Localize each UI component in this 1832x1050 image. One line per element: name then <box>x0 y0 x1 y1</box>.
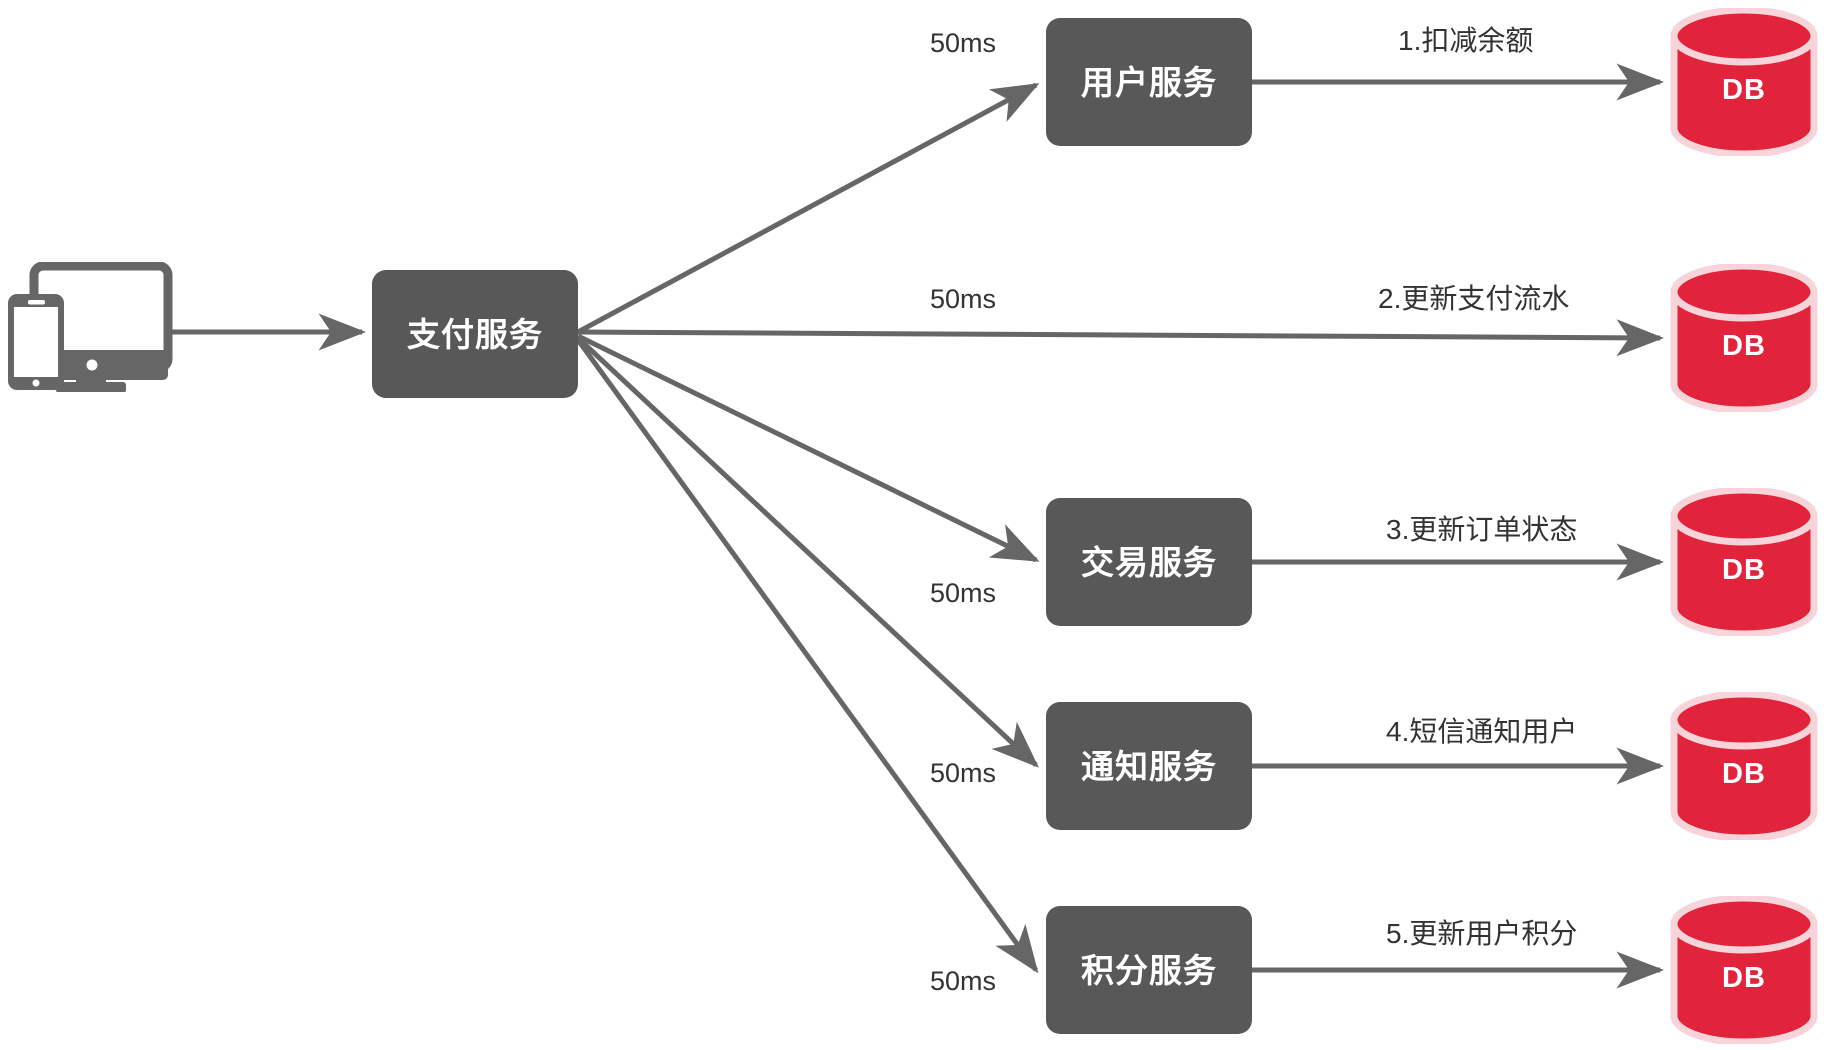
operation-label-2: 2.更新支付流水 <box>1378 283 1570 314</box>
db-label-5: DB <box>1722 961 1766 994</box>
db-shape-icon <box>1670 894 1818 1046</box>
edge-payment-to-points-service <box>575 338 1039 974</box>
db-label-3: DB <box>1722 553 1766 586</box>
service-label-notification-service: 通知服务 <box>1081 747 1217 785</box>
phone-speaker-icon <box>28 300 45 305</box>
database-cylinder-2[interactable]: DB <box>1668 262 1820 414</box>
db-shape-icon <box>1670 486 1818 638</box>
service-box-notification-service[interactable]: 通知服务 <box>1046 702 1252 830</box>
service-label-payment-service: 支付服务 <box>407 315 543 353</box>
latency-label-2: 50ms <box>930 284 997 314</box>
service-box-payment-service[interactable]: 支付服务 <box>372 270 578 398</box>
db-label-4: DB <box>1722 757 1766 790</box>
latency-label-5: 50ms <box>930 966 997 996</box>
db-shape-icon <box>1670 690 1818 842</box>
db-shape-icon <box>1670 6 1818 158</box>
db-shape-icon <box>1670 262 1818 414</box>
database-cylinder-4[interactable]: DB <box>1668 690 1820 842</box>
monitor-stand-icon <box>76 377 106 385</box>
latency-label-1: 50ms <box>930 28 997 58</box>
database-cylinder-5[interactable]: DB <box>1668 894 1820 1046</box>
latency-label-4: 50ms <box>930 758 997 788</box>
service-label-user-service: 用户服务 <box>1081 63 1217 101</box>
operation-label-5: 5.更新用户积分 <box>1386 918 1578 949</box>
monitor-dot-icon <box>86 359 98 371</box>
monitor-base-icon <box>51 350 168 380</box>
operation-label-1: 1.扣减余额 <box>1398 25 1534 56</box>
database-cylinder-3[interactable]: DB <box>1668 486 1820 638</box>
phone-screen-icon <box>14 307 58 377</box>
operation-label-3: 3.更新订单状态 <box>1386 514 1578 545</box>
client-devices-icon <box>8 262 173 392</box>
operation-label-4: 4.短信通知用户 <box>1386 716 1578 747</box>
edge-payment-to-db-2 <box>577 319 1664 357</box>
db-label-1: DB <box>1722 73 1766 106</box>
edge-payment-to-transaction-service <box>576 333 1040 563</box>
service-label-transaction-service: 交易服务 <box>1081 543 1217 581</box>
monitor-foot-icon <box>56 382 126 392</box>
latency-label-3: 50ms <box>930 578 997 608</box>
edge-payment-to-notification-service <box>576 336 1039 768</box>
db-label-2: DB <box>1722 329 1766 362</box>
service-box-points-service[interactable]: 积分服务 <box>1046 906 1252 1034</box>
service-box-user-service[interactable]: 用户服务 <box>1046 18 1252 146</box>
service-box-transaction-service[interactable]: 交易服务 <box>1046 498 1252 626</box>
service-label-points-service: 积分服务 <box>1081 951 1217 989</box>
phone-home-icon <box>32 379 40 387</box>
database-cylinder-1[interactable]: DB <box>1668 6 1820 158</box>
